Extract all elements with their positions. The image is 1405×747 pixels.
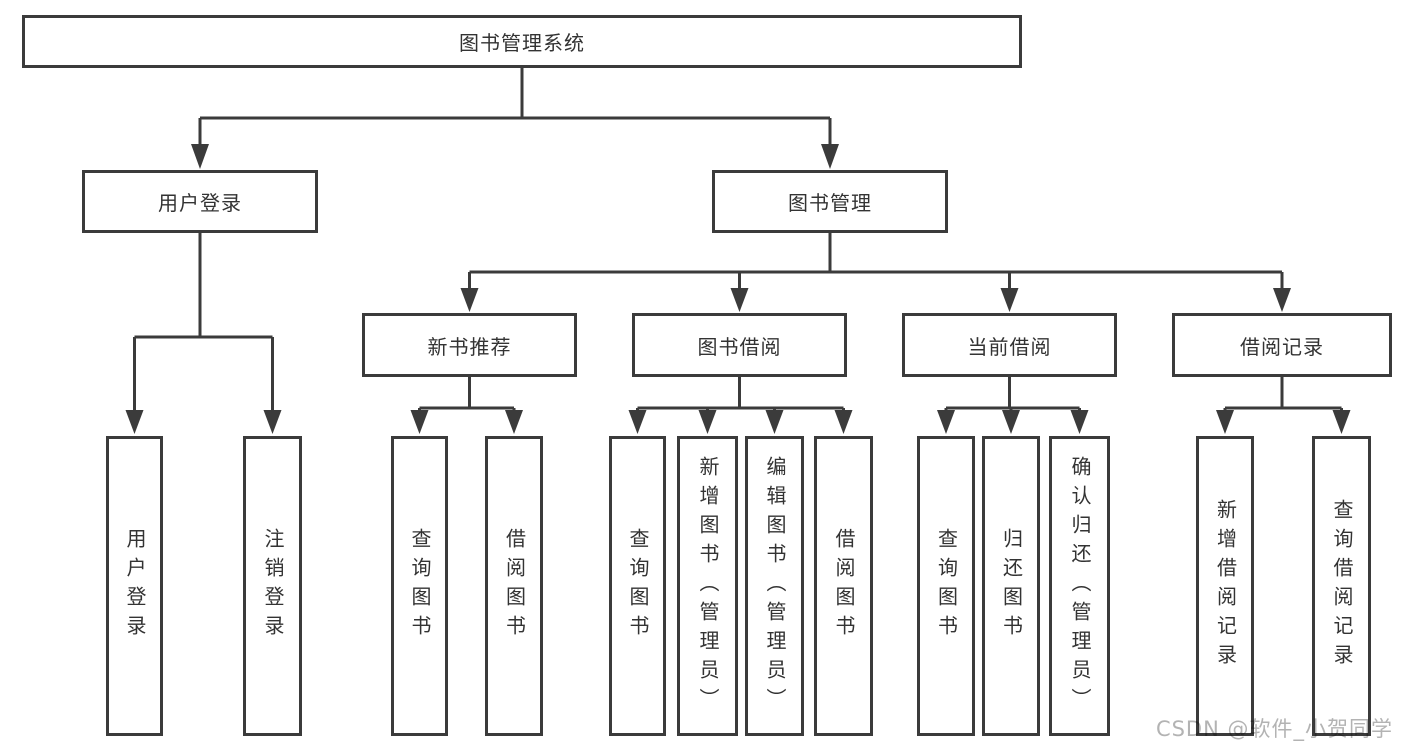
- leaf-query-books-borrow: 查询图书: [609, 436, 666, 736]
- leaf-confirm-return-admin: 确认归还（管理员）: [1049, 436, 1110, 736]
- leaf-query-books-current: 查询图书: [917, 436, 975, 736]
- leaf-query-borrow-record: 查询借阅记录: [1312, 436, 1371, 736]
- connector-user-login: [125, 233, 282, 434]
- leaf-borrow-books-newbook: 借阅图书: [485, 436, 543, 736]
- node-book-borrow: 图书借阅: [632, 313, 847, 377]
- connector-root: [191, 68, 839, 169]
- connector-current-borrow: [937, 377, 1089, 434]
- node-new-book-recommend: 新书推荐: [362, 313, 577, 377]
- connector-borrow-records: [1216, 377, 1351, 434]
- leaf-query-books-newbook: 查询图书: [391, 436, 448, 736]
- csdn-watermark: CSDN @软件_小贺同学: [1155, 717, 1393, 741]
- node-library-management-system: 图书管理系统: [22, 15, 1022, 68]
- leaf-borrow-books: 借阅图书: [814, 436, 873, 736]
- connector-book-management: [460, 233, 1291, 312]
- node-borrow-records: 借阅记录: [1172, 313, 1392, 377]
- connector-new-book: [410, 377, 523, 434]
- node-current-borrow: 当前借阅: [902, 313, 1117, 377]
- node-user-login: 用户登录: [82, 170, 318, 233]
- leaf-add-borrow-record: 新增借阅记录: [1196, 436, 1254, 736]
- node-book-management: 图书管理: [712, 170, 948, 233]
- leaf-edit-books-admin: 编辑图书（管理员）: [745, 436, 804, 736]
- leaf-logout: 注销登录: [243, 436, 302, 736]
- leaf-return-books: 归还图书: [982, 436, 1040, 736]
- connector-book-borrow: [628, 377, 853, 434]
- leaf-add-books-admin: 新增图书（管理员）: [677, 436, 738, 736]
- leaf-user-login: 用户登录: [106, 436, 163, 736]
